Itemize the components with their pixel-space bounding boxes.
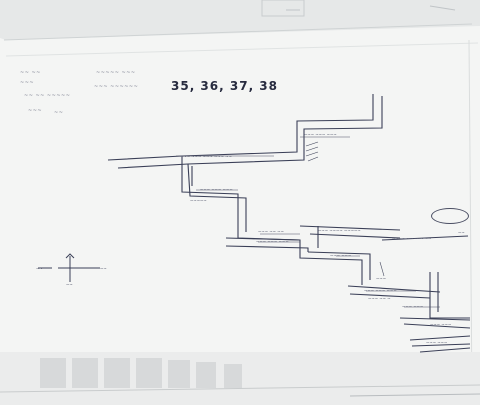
beam-detail-label: ~~~ ~~~ — [402, 304, 424, 309]
beam-detail-label: ~~~ ~~~ — [430, 322, 452, 327]
beam-detail-label: ~~~ ~~~ ~~~ — [364, 288, 397, 293]
beam-detail-label: ~~~ ~~~ ~~~ ~~~ ~~ — [180, 154, 233, 159]
beam-numbers: 35, 36, 37, 38 — [171, 79, 279, 93]
circled-annotation — [431, 208, 469, 224]
axis-label: ~~ — [66, 282, 73, 287]
beam-detail-label: ~~~ ~~~ — [330, 253, 352, 258]
handwritten-note: ~~~ ~~~~~~ — [94, 84, 139, 90]
bottom-sheet-line — [0, 384, 480, 393]
beam-detail-label: ~~~ ~~~ — [426, 340, 448, 345]
beam-detail-label: ~~~ ~~~ ~~~ — [256, 239, 289, 244]
handwritten-note: ~~~~~ ~~~ — [96, 70, 136, 76]
axis-label: ~~ — [36, 266, 43, 271]
beam-detail-label: ~~~ ~~ ~ — [368, 296, 391, 301]
top-sheet-mark-2 — [429, 5, 456, 11]
beam-detail-label: ~~~ ~~~ ~~~ — [200, 187, 233, 192]
beam-detail-label: ~~~ — [376, 276, 387, 281]
axis-label: ~~ — [100, 266, 107, 271]
top-sheet-box — [261, 0, 305, 17]
beam-detail-label: ~~ — [458, 230, 465, 235]
handwritten-note: ~~ ~~ — [20, 70, 41, 76]
handwritten-note: ~~ ~~ ~~~~~ — [24, 93, 71, 99]
beam-detail-label: ~~~ ~~~~ ~~~~~ — [318, 228, 361, 233]
beam-detail-label: ~~~~ ~~~~~ ~~ — [392, 236, 432, 241]
beam-detail-label: ~~~ ~~ ~~ — [258, 229, 285, 234]
handwritten-note: ~~ — [54, 110, 64, 116]
beam-detail-label: ~~~ ~~~ ~~~ — [304, 132, 337, 137]
bottom-sheet-grid — [40, 358, 242, 388]
paper-fold-line — [3, 23, 473, 41]
column-hatch — [305, 141, 319, 162]
paper-top-edge — [0, 0, 480, 40]
stepped-beam-outline — [107, 94, 471, 353]
bottom-sheet-line-2 — [349, 393, 480, 397]
handwritten-note: ~~~ — [28, 108, 43, 114]
paper-faint-line — [5, 42, 479, 57]
handwritten-note: ~~~ — [20, 80, 35, 86]
beam-detail-label: ~~~~~ — [190, 198, 207, 203]
beam-detail-ticks — [176, 136, 440, 308]
axis-sketch — [38, 253, 100, 282]
paper-right-edge — [468, 39, 473, 396]
paper-sheet — [0, 8, 480, 400]
